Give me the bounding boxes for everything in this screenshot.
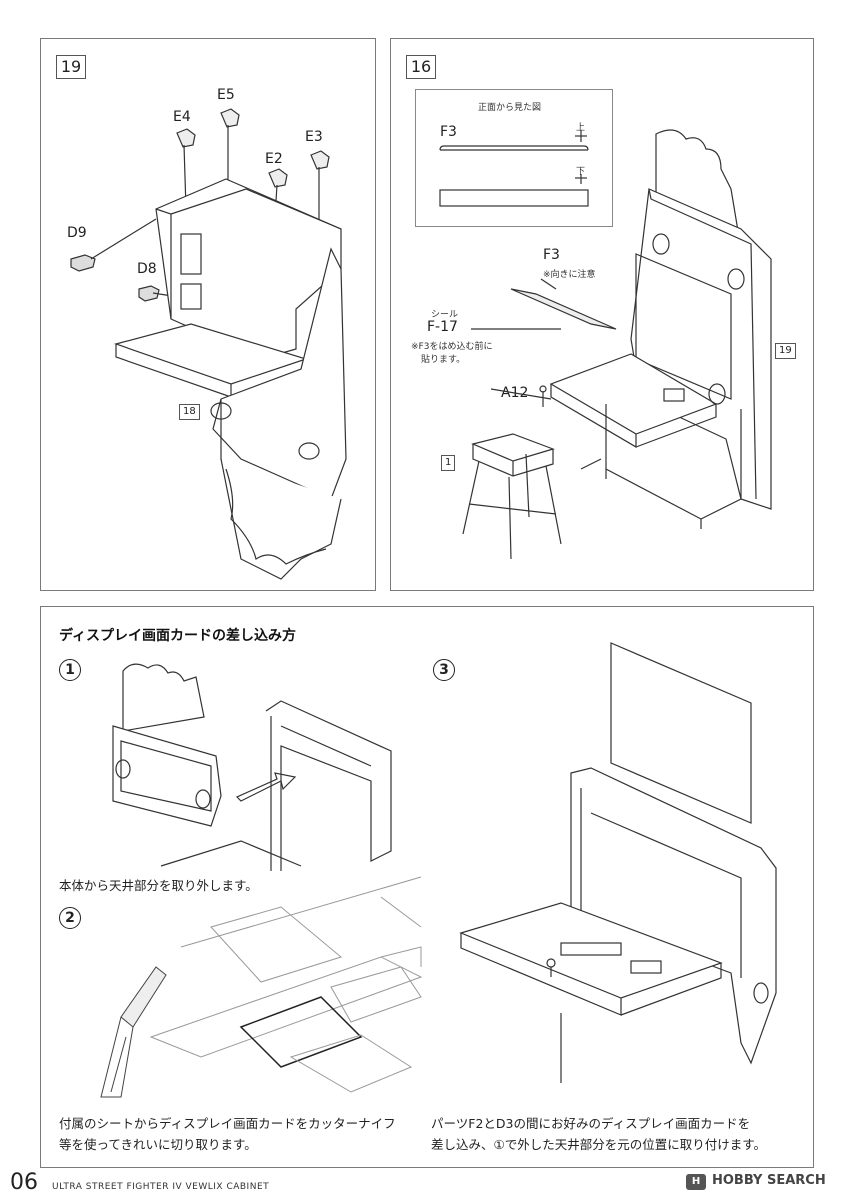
ref-part-19: 19 bbox=[775, 343, 796, 359]
step-number: 19 bbox=[56, 55, 86, 79]
step-1-number: 1 bbox=[59, 659, 81, 681]
card-insertion-panel: ディスプレイ画面カードの差し込み方 1 本体から天井部分を取り外します。 2 付… bbox=[40, 606, 814, 1168]
step-2-caption-1: 付属のシートからディスプレイ画面カードをカッターナイフ bbox=[59, 1116, 396, 1131]
top-mark: 上 bbox=[576, 123, 586, 133]
f3-part-views bbox=[439, 130, 589, 207]
step-19-panel: 19 E4 E5 E2 E3 D9 D8 18 bbox=[40, 38, 376, 591]
step-3-caption-2: 差し込み、①で外した天井部分を元の位置に取り付けます。 bbox=[431, 1137, 766, 1152]
page-number: 06 bbox=[10, 1170, 38, 1195]
step-2-number: 2 bbox=[59, 907, 81, 929]
part-label-e5: E5 bbox=[217, 87, 235, 103]
step-3-caption-1: パーツF2とD3の間にお好みのディスプレイ画面カードを bbox=[431, 1116, 751, 1131]
bottom-mark: 下 bbox=[576, 167, 586, 177]
front-view-inset: 正面から見た図 F3 上 下 bbox=[415, 89, 613, 227]
step-number: 16 bbox=[406, 55, 436, 79]
f17-note-1: ※F3をはめ込む前に bbox=[411, 342, 493, 352]
part-label-d8: D8 bbox=[137, 261, 157, 277]
f3-orientation-note: ※向きに注意 bbox=[543, 270, 596, 280]
seal-label: シール bbox=[431, 310, 459, 320]
front-view-caption: 正面から見た図 bbox=[478, 103, 542, 113]
f3-label: F3 bbox=[543, 247, 560, 263]
part-label-e4: E4 bbox=[173, 109, 191, 125]
f3-inset-label: F3 bbox=[440, 124, 457, 140]
step-3-drawing bbox=[459, 642, 777, 1083]
watermark-text: HOBBY SEARCH bbox=[712, 1173, 826, 1188]
section-title: ディスプレイ画面カードの差し込み方 bbox=[59, 628, 297, 644]
part-label-d9: D9 bbox=[67, 225, 87, 241]
f17-note-2: 貼ります。 bbox=[421, 355, 466, 365]
ref-part-1: 1 bbox=[441, 455, 456, 471]
ref-part-18: 18 bbox=[179, 404, 200, 420]
step-1-drawing bbox=[112, 663, 392, 871]
step-2-caption-2: 等を使ってきれいに切り取ります。 bbox=[59, 1137, 257, 1152]
part-label-e2: E2 bbox=[265, 151, 283, 167]
cabinet-drawing-16 bbox=[462, 129, 772, 560]
footer-title: ULTRA STREET FIGHTER IV VEWLIX CABINET bbox=[52, 1182, 270, 1192]
cabinet-drawing-19 bbox=[70, 108, 347, 580]
watermark-logo: H bbox=[686, 1174, 706, 1190]
step-3-number: 3 bbox=[433, 659, 455, 681]
f17-label: F-17 bbox=[427, 319, 458, 335]
step-2-drawing bbox=[100, 876, 423, 1098]
step-1-caption: 本体から天井部分を取り外します。 bbox=[59, 878, 258, 893]
step-16-panel: 16 正面から見た図 F3 上 下 F3 ※向きに注意 シール F-17 ※F3… bbox=[390, 38, 814, 591]
part-label-e3: E3 bbox=[305, 129, 323, 145]
